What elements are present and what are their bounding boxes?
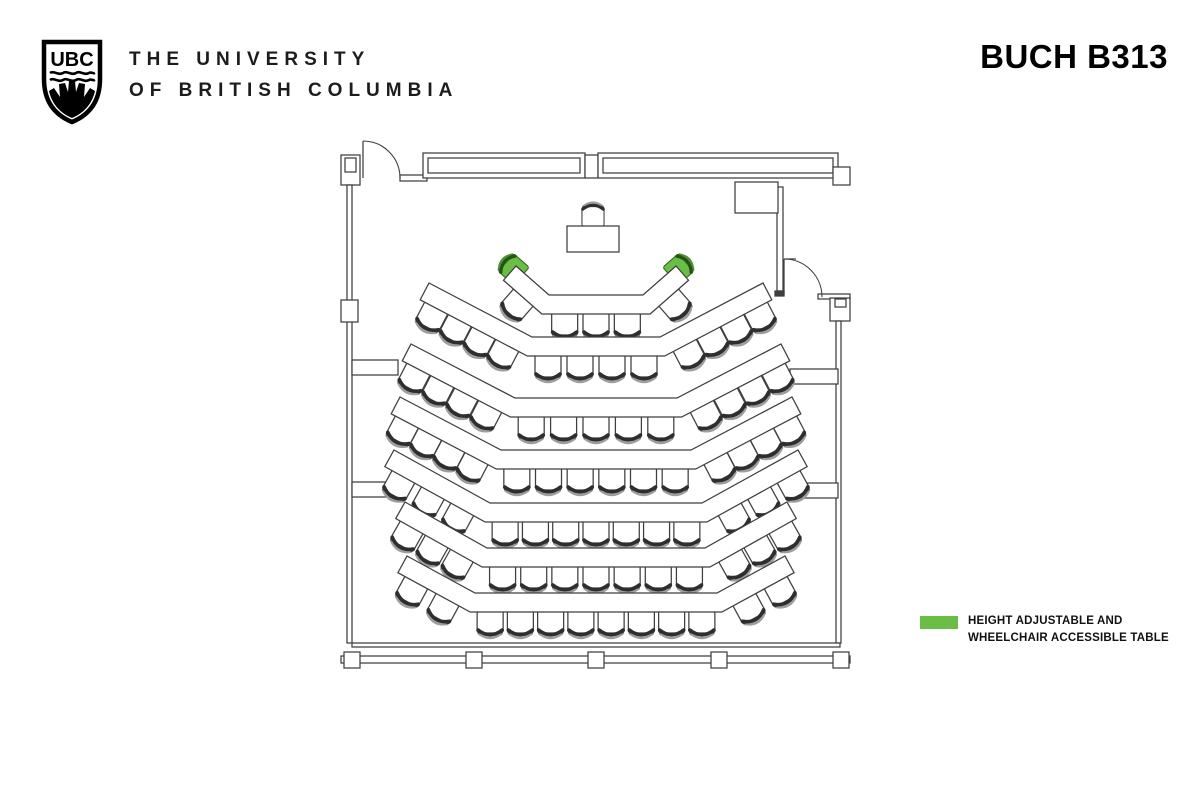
- ubc-logo: UBC: [41, 39, 103, 125]
- chair: [549, 414, 578, 445]
- chair: [534, 466, 563, 497]
- seating-row-4: [385, 396, 807, 497]
- wall-segment: [832, 651, 850, 669]
- university-line1: THE UNIVERSITY: [129, 49, 371, 70]
- legend: HEIGHT ADJUSTABLE AND WHEELCHAIR ACCESSI…: [920, 613, 1169, 647]
- row-table: [419, 282, 773, 357]
- chair: [673, 519, 701, 550]
- chair: [551, 564, 579, 595]
- wall-segment: [343, 651, 361, 669]
- ubc-waves-icon: [49, 77, 96, 83]
- chair: [491, 519, 519, 550]
- chair: [581, 201, 605, 227]
- wall-segment: [584, 154, 599, 179]
- row-table: [390, 396, 802, 470]
- row-table: [401, 343, 791, 418]
- room-walls: [340, 140, 851, 669]
- wall-segment: [587, 651, 605, 669]
- university-line2: OF BRITISH COLUMBIA: [129, 80, 459, 101]
- podium: [566, 201, 620, 253]
- chair: [642, 519, 671, 550]
- wall-segment: [427, 157, 581, 174]
- wall-segment: [734, 181, 779, 214]
- accessible-table-swatch: [920, 616, 958, 629]
- row-table: [397, 555, 795, 613]
- legend-label-line2: WHEELCHAIR ACCESSIBLE TABLE: [968, 632, 1169, 644]
- ubc-rays-icon: [49, 81, 95, 118]
- chair: [657, 609, 686, 640]
- chair: [476, 609, 504, 640]
- chair: [688, 609, 716, 640]
- wall-segment: [346, 184, 353, 644]
- chair: [613, 311, 642, 342]
- chair: [488, 564, 517, 595]
- chair: [597, 609, 625, 640]
- chair: [614, 414, 643, 445]
- chair: [550, 311, 579, 342]
- chair: [629, 466, 658, 497]
- podium-table: [566, 225, 620, 253]
- wall-segment: [710, 651, 728, 669]
- room-title: BUCH B313: [980, 38, 1168, 75]
- chair: [551, 519, 580, 550]
- chair: [612, 519, 641, 550]
- row-table: [502, 265, 690, 315]
- chair: [582, 414, 610, 445]
- chair: [519, 564, 548, 595]
- legend-label-line1: HEIGHT ADJUSTABLE AND: [968, 615, 1123, 627]
- chair: [644, 564, 673, 595]
- chair: [517, 414, 546, 445]
- row-table: [394, 501, 798, 568]
- seating-rows: [381, 253, 811, 640]
- chair: [675, 564, 704, 595]
- chair: [582, 564, 610, 595]
- legend-label: HEIGHT ADJUSTABLE AND WHEELCHAIR ACCESSI…: [968, 613, 1169, 647]
- seating-row-7: [394, 555, 798, 640]
- door-swing-arc: [362, 140, 401, 179]
- chair: [598, 466, 626, 497]
- chair: [732, 591, 767, 626]
- chair: [534, 353, 562, 384]
- wall-segment: [602, 157, 834, 174]
- seating-row-1: [497, 253, 695, 342]
- chair: [661, 466, 689, 497]
- wall-segment: [351, 642, 841, 648]
- chair: [506, 609, 535, 640]
- row-table: [383, 449, 809, 523]
- seating-row-5: [381, 449, 811, 550]
- chair: [598, 353, 626, 384]
- chair: [567, 609, 595, 640]
- wall-segment: [351, 359, 399, 376]
- wall-segment: [344, 157, 357, 173]
- ubc-shield-text: UBC: [50, 49, 93, 71]
- wall-segment: [789, 368, 839, 385]
- chair: [582, 519, 610, 550]
- chair: [613, 564, 641, 595]
- door-swing-arc: [783, 258, 823, 298]
- chair: [627, 609, 656, 640]
- chair: [566, 353, 594, 384]
- wall-segment: [465, 651, 483, 669]
- ubc-waves-icon: [49, 70, 96, 76]
- chair: [521, 519, 550, 550]
- seating-row-3: [397, 343, 795, 445]
- chair: [503, 466, 531, 497]
- chair: [630, 353, 658, 384]
- seating-row-6: [389, 501, 803, 595]
- chair: [646, 414, 675, 445]
- wall-segment: [834, 298, 847, 308]
- seating-row-2: [414, 282, 778, 384]
- chair: [582, 311, 610, 342]
- wall-segment: [774, 290, 785, 297]
- university-wordmark: THE UNIVERSITY OF BRITISH COLUMBIA: [129, 44, 458, 106]
- wall-segment: [832, 166, 851, 186]
- chair: [536, 609, 565, 640]
- wall-segment: [340, 299, 359, 323]
- chair: [566, 466, 594, 497]
